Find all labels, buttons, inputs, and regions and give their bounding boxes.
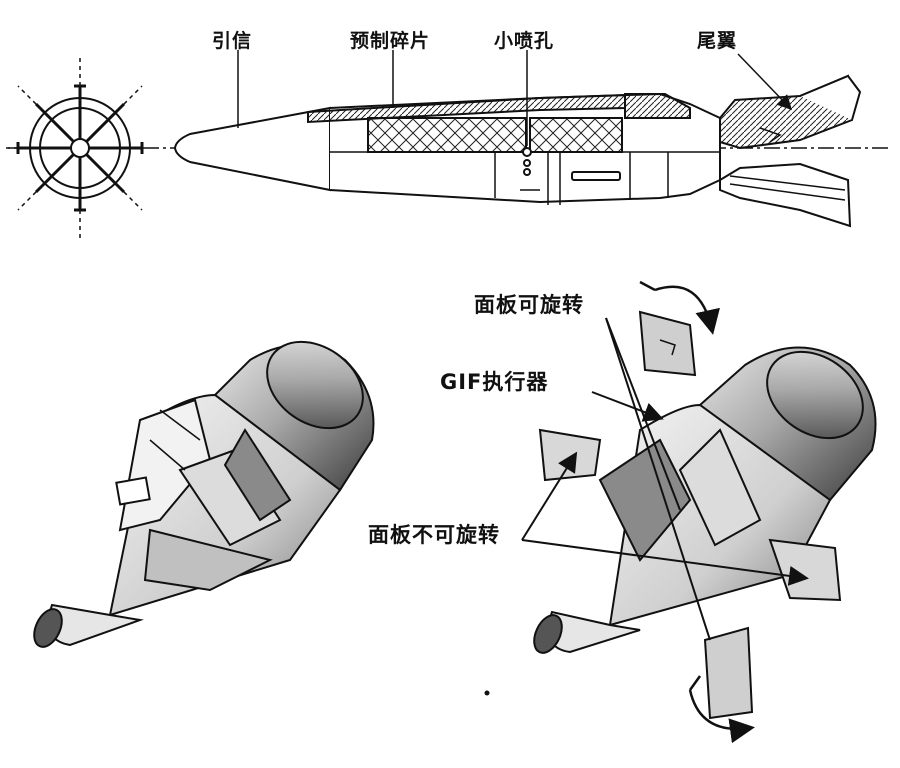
nozzle-slot xyxy=(572,172,620,180)
tail-fin-lower xyxy=(720,164,850,226)
leader-fixed-2 xyxy=(522,540,809,586)
rear-collar xyxy=(625,94,690,118)
missile-side-view xyxy=(8,50,890,226)
leader-rotatable-2 xyxy=(606,318,710,640)
label-panel-not-rotatable: 面板不可旋转 xyxy=(368,523,500,547)
rotatable-panel-top xyxy=(640,312,695,375)
fuze-nose-cone xyxy=(175,108,330,190)
warhead-fragment-block xyxy=(368,118,526,152)
missile-end-view xyxy=(5,56,142,240)
leader-gif-actuator xyxy=(592,392,664,422)
fixed-panel-right xyxy=(770,540,840,600)
leader-fixed-1 xyxy=(522,451,578,540)
nose-tip-left xyxy=(29,605,68,651)
leader-tail-fin xyxy=(738,54,793,111)
nose-section-closed xyxy=(29,324,380,651)
label-prefragment: 预制碎片 xyxy=(350,30,431,52)
label-gif-actuator: GIF执行器 xyxy=(440,370,549,394)
label-panel-rotatable: 面板可旋转 xyxy=(474,293,584,317)
fixed-panel-left xyxy=(540,430,600,480)
nose-tip-right xyxy=(529,611,568,657)
rotation-arrow-top xyxy=(655,287,720,335)
rotatable-panel-bottom xyxy=(705,628,752,718)
label-fuze: 引信 xyxy=(212,30,253,52)
label-tail-fin: 尾翼 xyxy=(697,30,738,52)
small-nozzle-hole xyxy=(523,148,531,156)
nose-section-open xyxy=(486,282,880,744)
label-small-nozzle: 小喷孔 xyxy=(494,30,555,52)
rotation-arrow-bottom xyxy=(690,690,755,744)
